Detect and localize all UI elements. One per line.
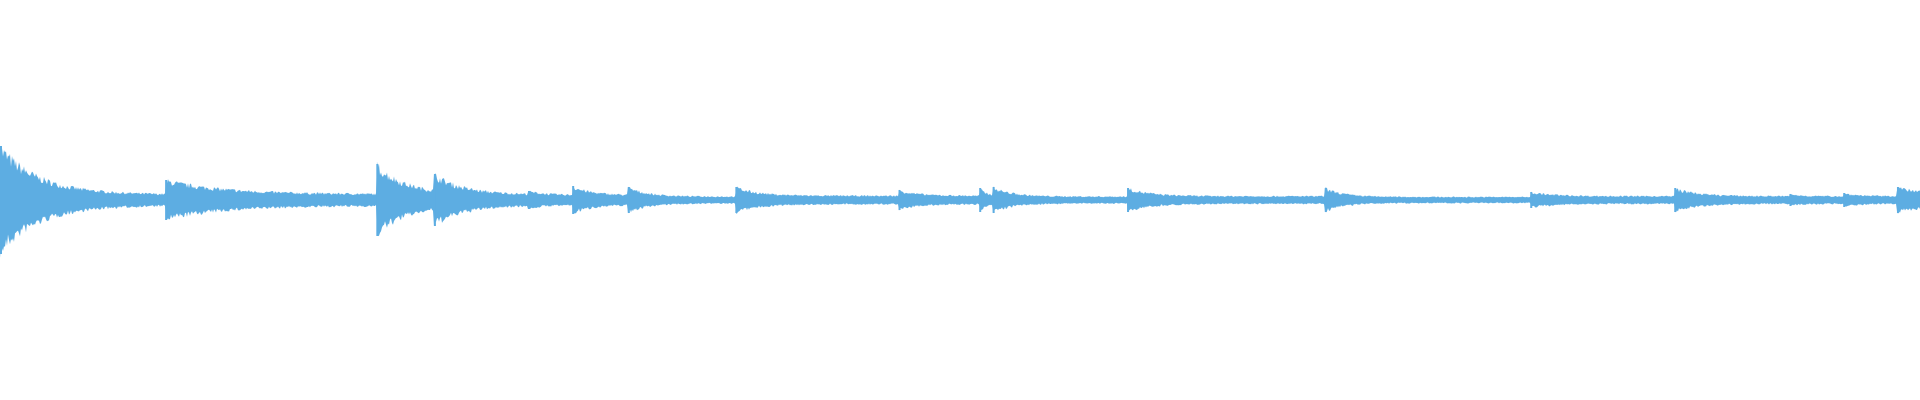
waveform-onset-17 bbox=[1896, 187, 1899, 213]
waveform-onset-11 bbox=[1127, 188, 1130, 212]
waveform-marks bbox=[0, 146, 1920, 258]
waveform-onset-5 bbox=[572, 186, 575, 214]
waveform-onset-2 bbox=[376, 164, 379, 236]
waveform-onset-6 bbox=[627, 187, 630, 213]
waveform-path bbox=[0, 148, 1920, 258]
waveform-onset-8 bbox=[898, 190, 901, 210]
waveform-onset-15 bbox=[1789, 194, 1792, 206]
waveform-onset-9 bbox=[979, 188, 982, 212]
waveform-onset-7 bbox=[735, 187, 738, 213]
waveform-onset-12 bbox=[1324, 188, 1327, 212]
waveform-onset-1 bbox=[165, 180, 168, 220]
waveform-onset-14 bbox=[1674, 188, 1677, 212]
waveform-onset-16 bbox=[1843, 193, 1846, 207]
waveform-onset-4 bbox=[528, 191, 530, 209]
waveform-onset-0 bbox=[0, 146, 2, 254]
waveform-onset-3 bbox=[433, 174, 436, 226]
waveform-onset-13 bbox=[1530, 192, 1533, 208]
waveform-onset-10 bbox=[992, 187, 995, 213]
